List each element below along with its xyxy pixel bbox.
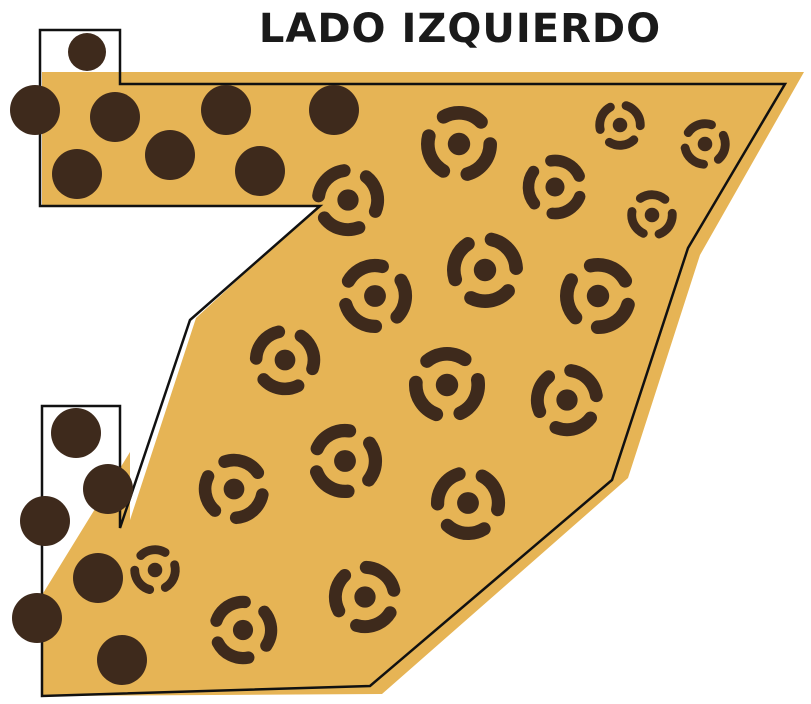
solid-circle-icon (73, 553, 123, 603)
solid-circle-icon (97, 635, 147, 685)
solid-circle-icon (90, 92, 140, 142)
solid-circle-icon (52, 149, 102, 199)
solid-circle-icon (145, 130, 195, 180)
solid-circle-icon (10, 85, 60, 135)
solid-circle-icon (68, 33, 106, 71)
solid-circle-icon (309, 85, 359, 135)
solid-circle-icon (12, 593, 62, 643)
solid-circle-icon (83, 464, 133, 514)
solid-circle-icon (201, 85, 251, 135)
solid-circle-icon (20, 496, 70, 546)
solid-circle-icon (235, 146, 285, 196)
solid-circle-icon (51, 408, 101, 458)
